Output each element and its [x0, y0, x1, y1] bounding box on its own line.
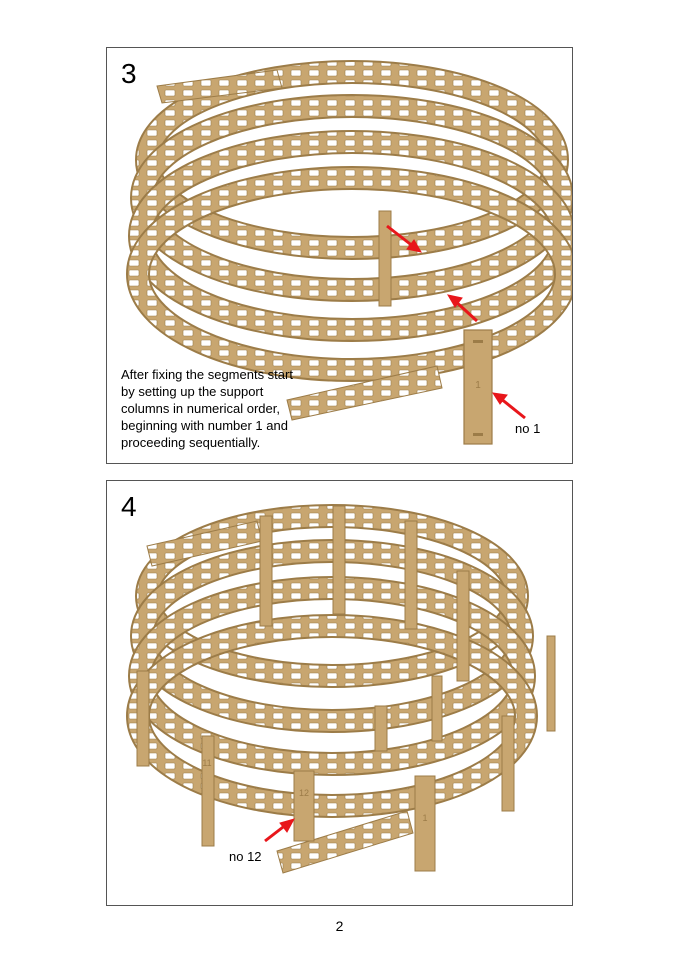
step-4-illustration: 12 1 11 — [126, 504, 556, 874]
svg-text:12: 12 — [299, 788, 309, 798]
spiral-track — [126, 60, 572, 421]
page-number: 2 — [335, 918, 344, 934]
support-column-1: 1 — [463, 329, 493, 445]
callout-label: no 12 — [229, 849, 262, 864]
support-columns — [136, 505, 556, 847]
svg-text:11: 11 — [202, 758, 211, 768]
red-arrow-icon — [386, 224, 526, 420]
support-column-12: 12 — [293, 770, 315, 842]
support-column-11: 11 — [202, 758, 211, 768]
step-3-panel: 1 3 After fixing the segments start by s… — [106, 47, 573, 464]
step-3-illustration: 1 — [126, 60, 572, 445]
callout-label: no 1 — [515, 421, 541, 436]
spiral-track — [126, 504, 538, 874]
svg-text:1: 1 — [475, 380, 481, 391]
step-instruction: After fixing the segments start by setti… — [121, 367, 293, 450]
step-4-panel: 12 1 11 4 no 12 — [106, 480, 573, 906]
step-number: 3 — [121, 58, 137, 89]
support-column-back — [378, 210, 392, 307]
red-arrow-icon — [264, 818, 296, 843]
step-number: 4 — [121, 491, 137, 522]
svg-text:1: 1 — [422, 813, 427, 823]
support-column-1: 1 — [414, 775, 436, 872]
